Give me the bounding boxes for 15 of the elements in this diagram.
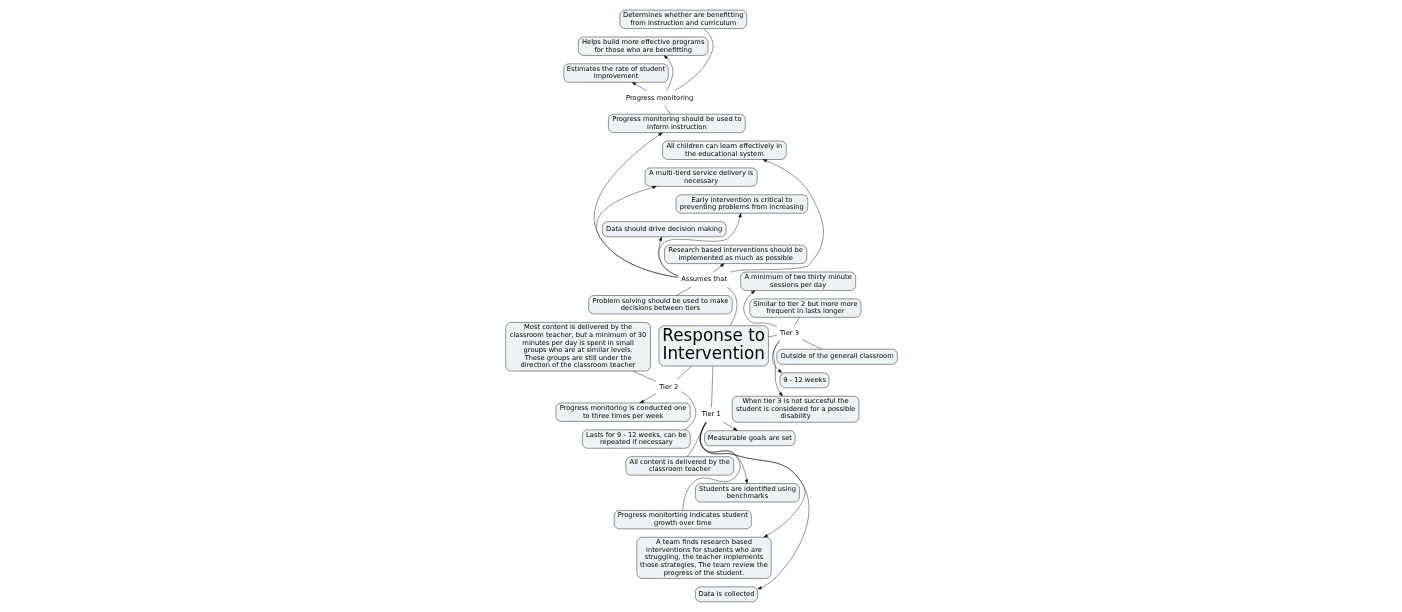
connector [686, 422, 707, 457]
arrow [729, 159, 824, 273]
connector [682, 422, 740, 511]
arrow [657, 213, 741, 277]
arrow [742, 290, 777, 327]
arrow [722, 422, 737, 431]
arrow [639, 393, 656, 404]
arrow [712, 263, 724, 273]
arrow [663, 55, 673, 91]
arrow [593, 132, 678, 278]
arrow [631, 82, 647, 91]
arrow [772, 340, 783, 397]
node-box: Response to Intervention [658, 325, 769, 367]
arrow [699, 422, 809, 590]
arrow [771, 340, 782, 373]
